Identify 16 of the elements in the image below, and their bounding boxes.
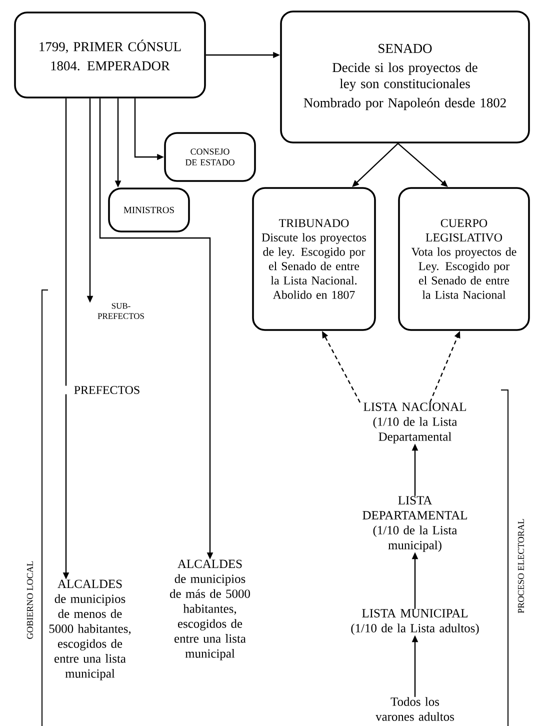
ruler-box: 1799, PRIMER CÓNSUL 1804. EMPERADOR	[14, 12, 206, 98]
legislative-box: CUERPO LEGISLATIVO Vota los proyectos de Ley. Escogido por el Senado de entre la Lista Nacional	[398, 187, 530, 331]
node-text: LISTA DEPARTAMENTAL (1/10 de la Lista municipal)	[362, 496, 467, 552]
tribunate-box: TRIBUNADO Discute los proyectos de ley. Escogido por el Senado de entre la Lista Nacional. Abolido en 1807	[252, 187, 376, 331]
ministers-box: MINISTROS	[108, 188, 190, 232]
node-text: ALCALDES de municipios de menos de 5000 habitantes, escogidos de entre una lista municipal	[49, 580, 131, 680]
side-label: PROCESO ELECTORAL	[518, 519, 524, 614]
council-box: CONSEJO DE ESTADO	[164, 132, 256, 182]
node-text: ALCALDES de municipios de más de 5000 habitantes, escogidos de entre una lista municipal	[170, 560, 250, 660]
node-text: Todos los varones adultos	[376, 697, 454, 721]
senate-box: SENADO Decide si los proyectos de ley son constitucionales Nombrado por Napoleón desde 1802	[280, 10, 530, 144]
node-text: SUB-PREFECTOS	[98, 303, 144, 319]
side-label: GOBIERNO LOCAL	[26, 561, 34, 639]
node-text: LISTA NACIONAL (1/10 de la Lista Departamental	[364, 402, 466, 444]
node-text: PREFECTOS	[74, 386, 140, 394]
node-text: LISTA MUNICIPAL (1/10 de la Lista adultos)	[351, 609, 479, 635]
